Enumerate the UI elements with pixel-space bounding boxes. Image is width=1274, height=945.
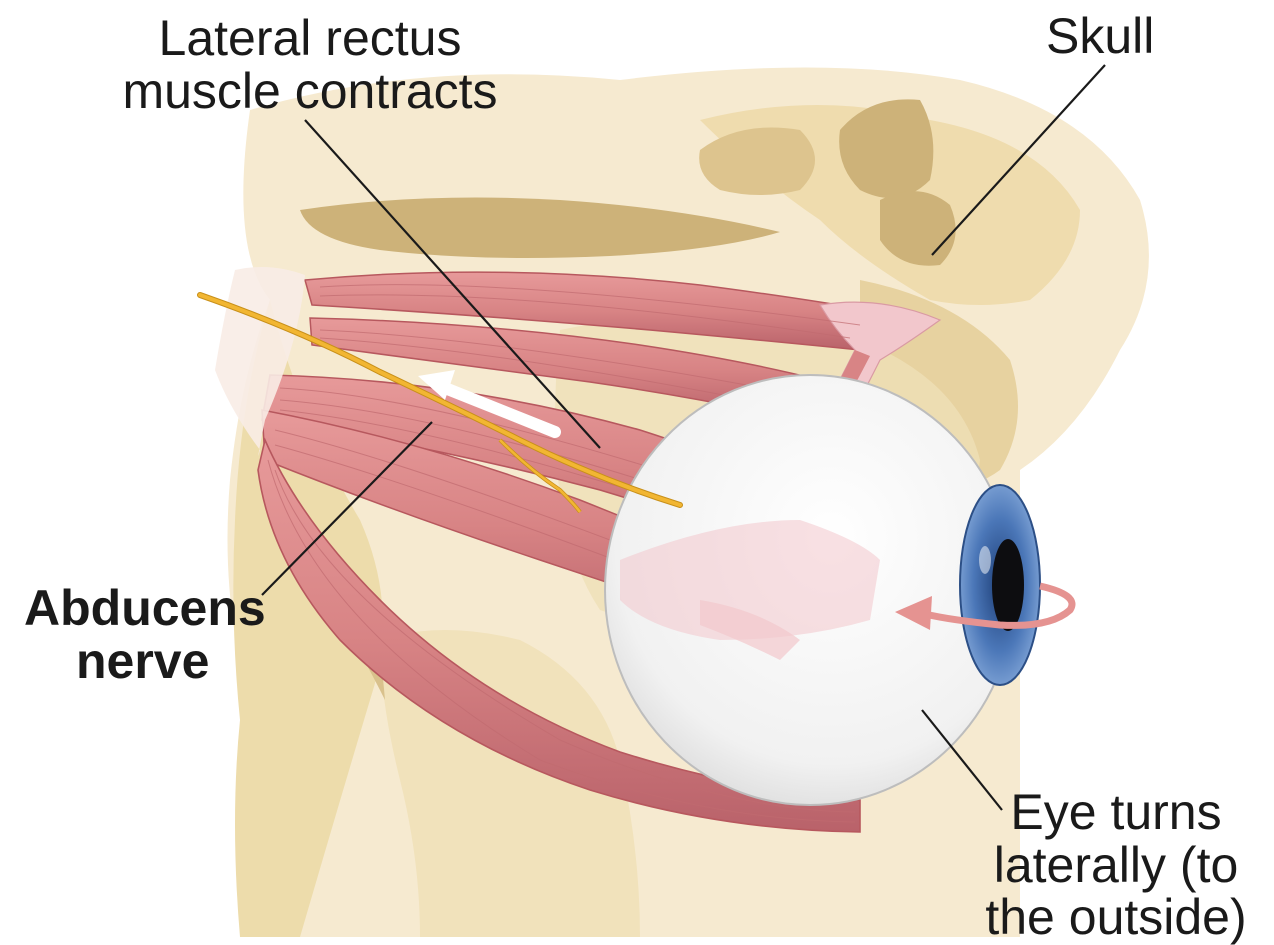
eye-turns-label-line3: the outside)	[974, 891, 1258, 944]
lateral-rectus-label-line2: muscle contracts	[100, 65, 520, 118]
abducens-label-line1: Abducens	[24, 582, 266, 635]
eye-turns-label-line2: laterally (to	[974, 839, 1258, 892]
abducens-label-line2: nerve	[24, 635, 266, 688]
lateral-rectus-label: Lateral rectus muscle contracts	[100, 12, 520, 117]
eye-turns-label-line1: Eye turns	[974, 786, 1258, 839]
pupil	[992, 539, 1024, 631]
skull-label: Skull	[1046, 10, 1154, 63]
abducens-nerve-label: Abducens nerve	[24, 582, 266, 687]
lateral-rectus-label-line1: Lateral rectus	[100, 12, 520, 65]
eye-turns-label: Eye turns laterally (to the outside)	[974, 786, 1258, 944]
